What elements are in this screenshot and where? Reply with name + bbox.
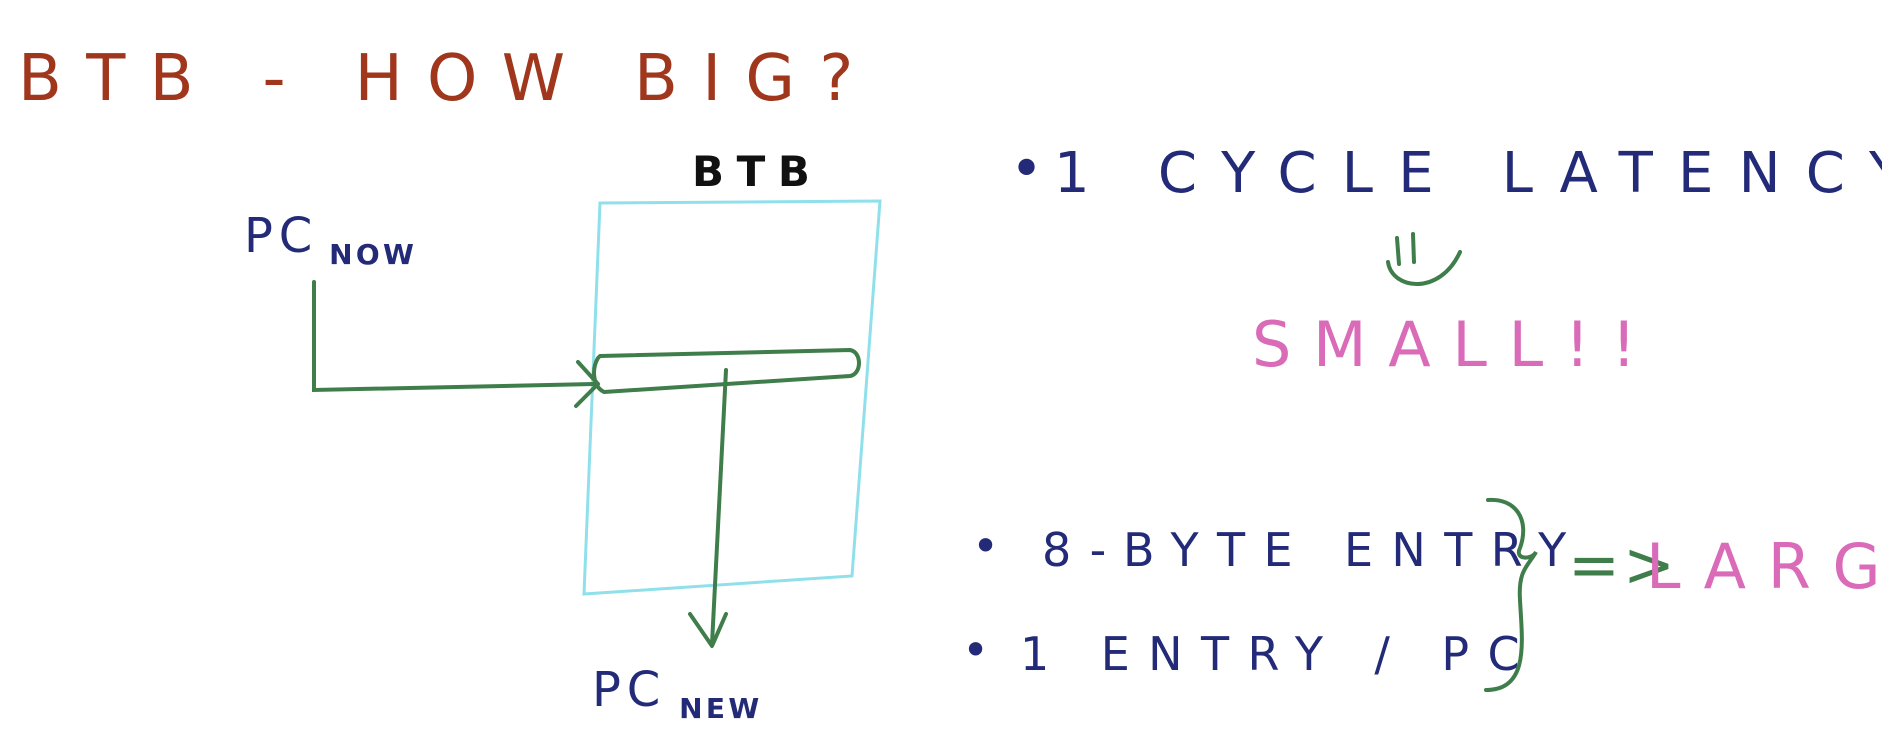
grouping-brace [1484,497,1538,692]
pc-new-arrowhead [688,612,728,648]
pc-now-arrow [312,280,596,393]
small-result: SMALL!! [1252,308,1658,381]
entry-size-note: 8-BYTE ENTRY [1042,523,1585,577]
btb-table-box [582,199,882,596]
large-result: LARGE! [1646,530,1882,603]
pc-new-label: PC NEW [592,662,763,725]
pc-now-arrowhead [574,360,600,408]
btb-entry-row [592,348,861,394]
pc-new-arrow [710,368,728,646]
latency-bullet-dot: • [1010,137,1068,202]
implies-arrow: => [1568,528,1678,601]
entry-size-bullet-dot: • [972,519,1018,573]
pc-now-label: PC NOW [244,208,417,271]
implies-down-icon [1386,232,1462,286]
latency-note: 1 CYCLE LATENCY [1054,141,1882,206]
entries-per-pc-bullet-dot: • [962,623,1008,677]
btb-label: BTB [692,147,822,196]
page-title: BTB - HOW BIG? [18,42,878,116]
entries-per-pc-note: 1 ENTRY / PC [1020,627,1538,681]
